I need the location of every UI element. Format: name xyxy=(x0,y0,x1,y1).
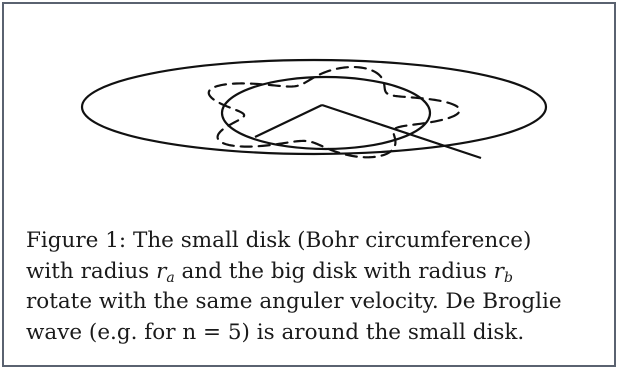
big-disk-ellipse xyxy=(80,58,548,156)
de-broglie-wave xyxy=(207,65,461,159)
caption-line-2: with radius ra and the big disk with rad… xyxy=(26,258,513,286)
bohr-disk-diagram xyxy=(80,58,548,160)
figure-caption: Figure 1: The small disk (Bohr circumfer… xyxy=(26,226,601,348)
figure-frame: Figure 1: The small disk (Bohr circumfer… xyxy=(2,2,616,367)
radius-line-big xyxy=(321,103,482,160)
small-disk-ellipse xyxy=(220,75,432,151)
caption-line-1: Figure 1: The small disk (Bohr circumfer… xyxy=(26,228,532,253)
caption-line-4: wave (e.g. for n = 5) is around the smal… xyxy=(26,319,525,345)
caption-line-3: rotate with the same anguler velocity. D… xyxy=(26,289,562,314)
radius-line-small xyxy=(254,104,323,138)
